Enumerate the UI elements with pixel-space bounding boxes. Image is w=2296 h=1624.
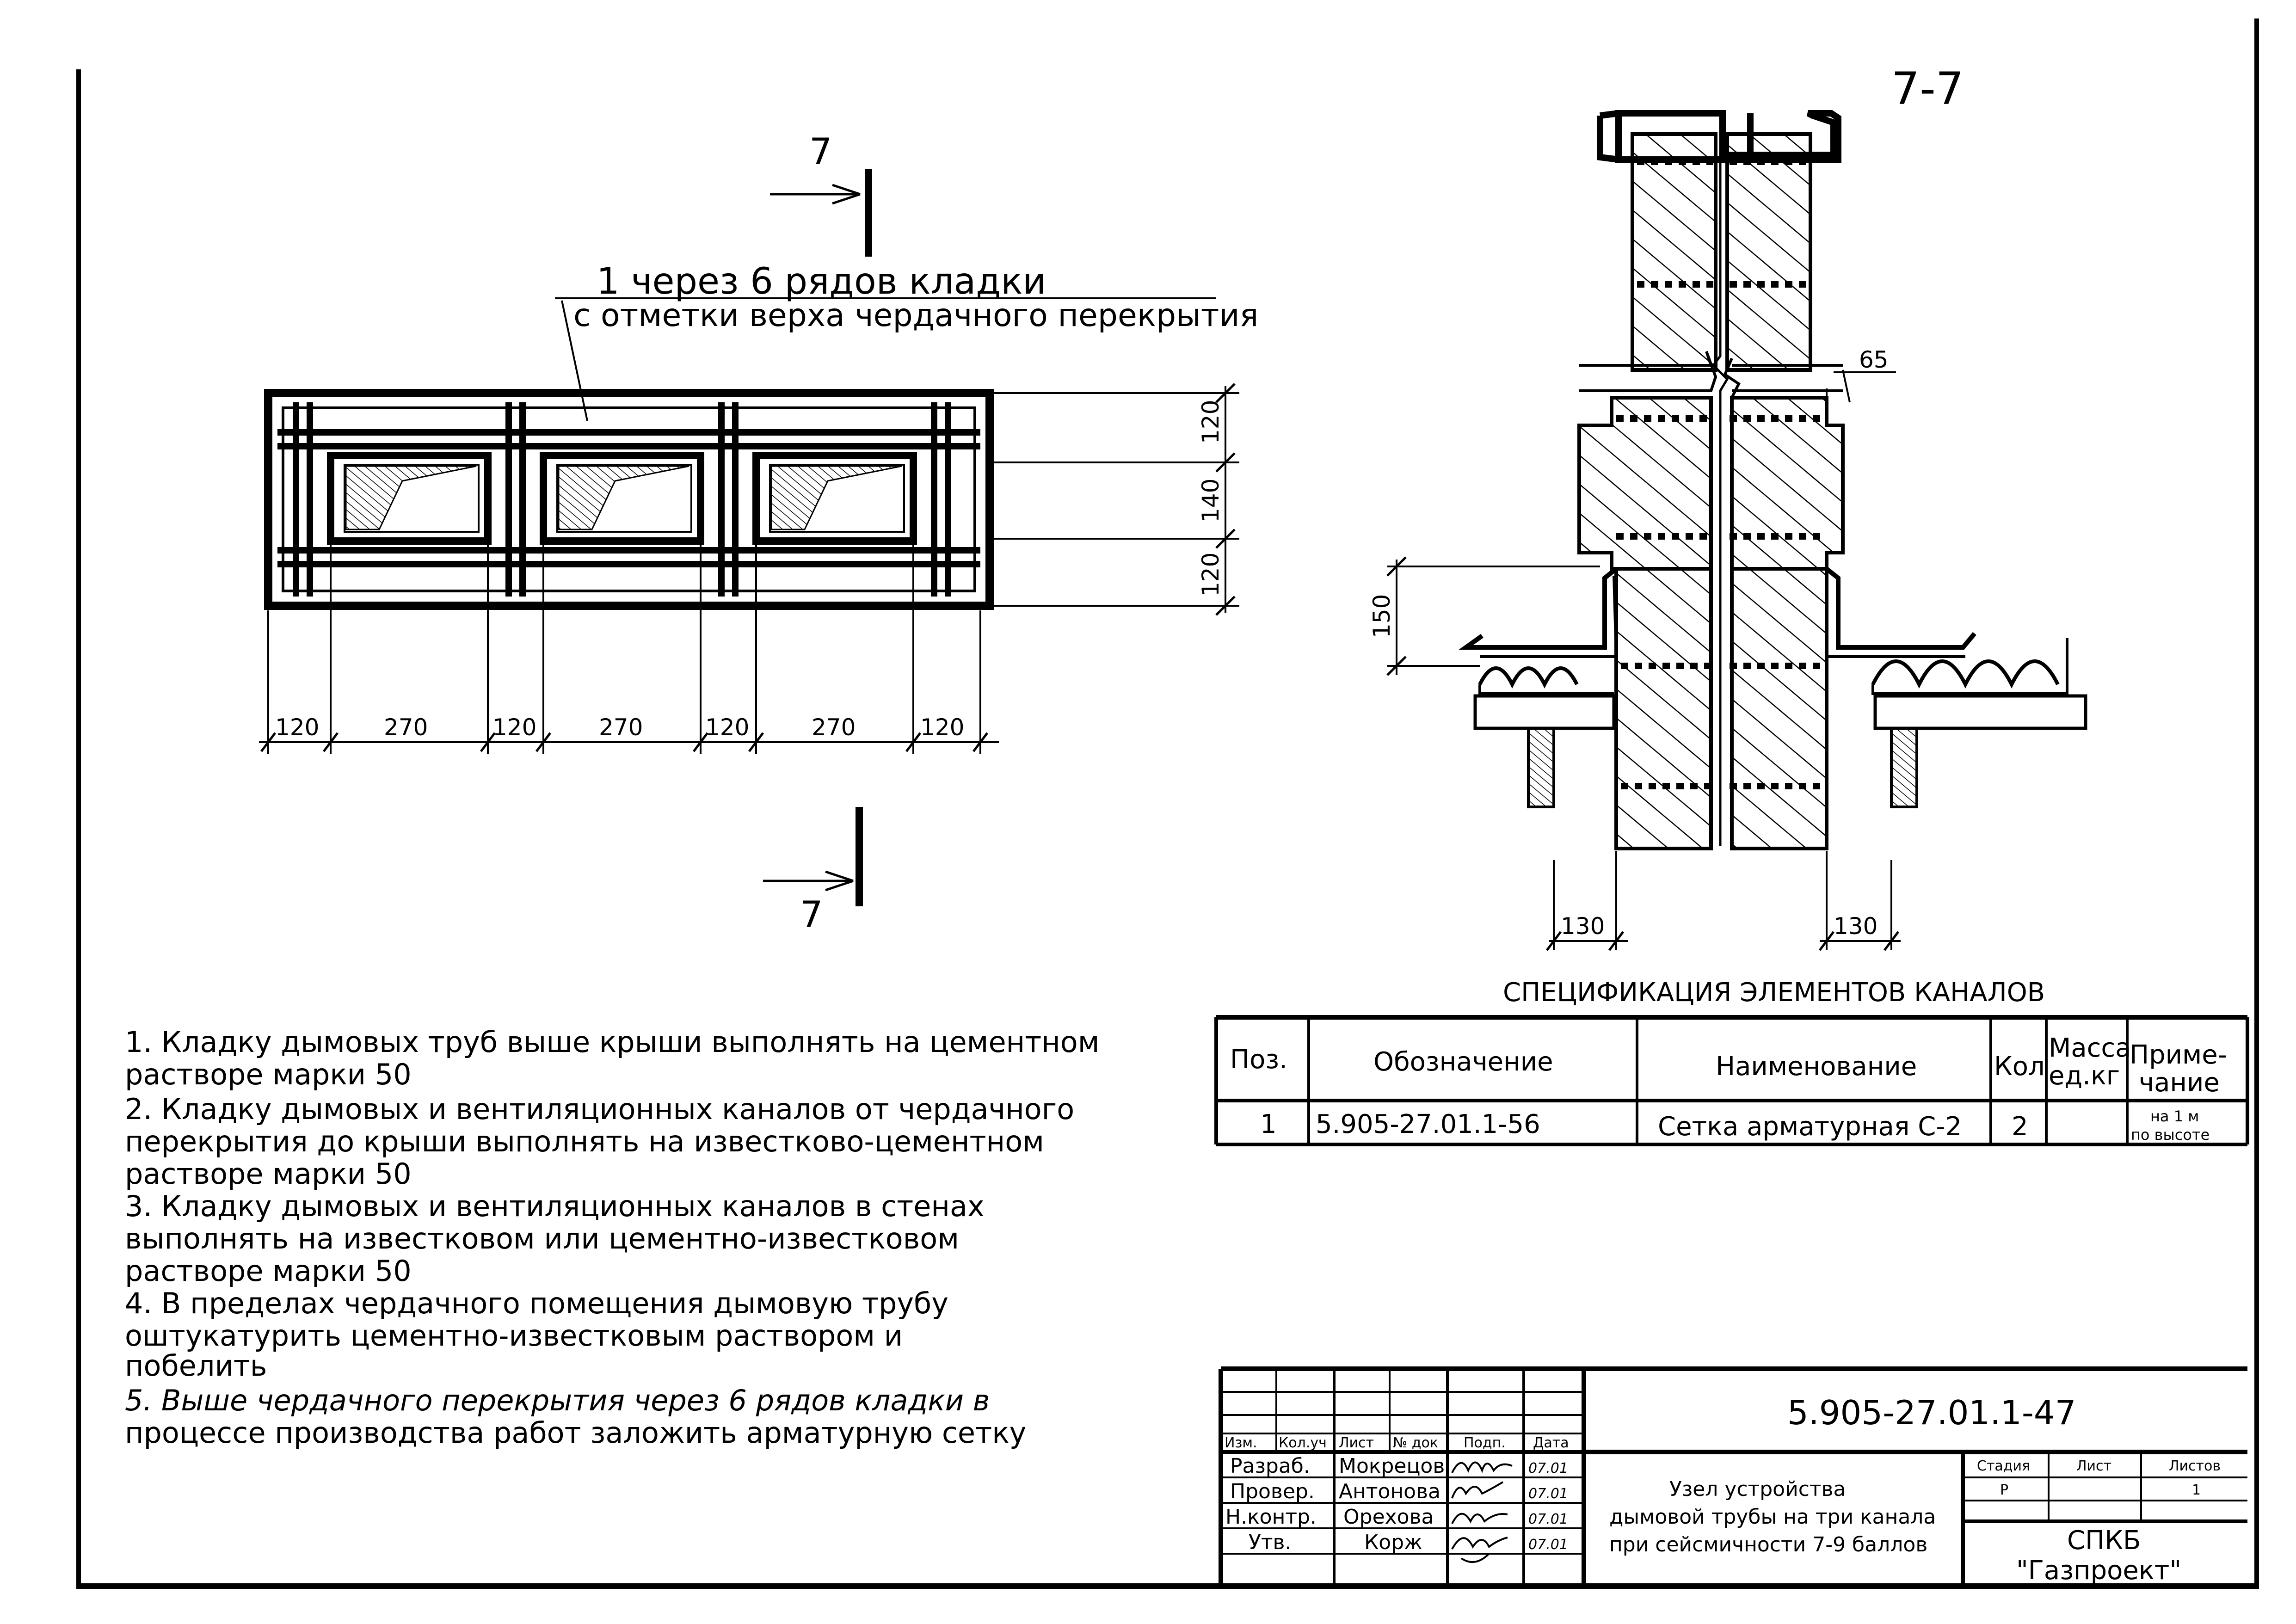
stage-label: Стадия: [1977, 1458, 2030, 1474]
stage-value: Р: [2000, 1482, 2008, 1498]
callout-line-2: с отметки верха чердачного перекрытия: [573, 297, 1258, 334]
note-4-line-3: побелить: [125, 1349, 267, 1383]
dim-v-2: 140: [1197, 479, 1224, 523]
staff-role-1: Разраб.: [1230, 1454, 1310, 1478]
cut-label-top: 7: [809, 131, 832, 173]
td-qty: 2: [2012, 1112, 2028, 1142]
desc-line-1: Узел устройства: [1669, 1477, 1846, 1501]
th-qty: Кол: [1994, 1052, 2045, 1082]
spec-table-title: СПЕЦИФИКАЦИЯ ЭЛЕМЕНТОВ КАНАЛОВ: [1503, 978, 2045, 1008]
staff-name-4: Корж: [1364, 1531, 1422, 1554]
sheet-label: Лист: [2076, 1458, 2111, 1474]
staff-role-3: Н.контр.: [1225, 1505, 1317, 1529]
dim-v-1: 120: [1197, 400, 1224, 444]
section-dimensions: 65 150 130 130: [1368, 346, 1901, 951]
dim-ledge: 65: [1859, 346, 1889, 373]
col-podp: Подп.: [1464, 1435, 1506, 1451]
dim-height: 150: [1368, 594, 1395, 638]
staff-role-4: Утв.: [1249, 1531, 1291, 1554]
dim-right-width: 130: [1834, 913, 1877, 940]
dim-h-1: 120: [275, 714, 319, 741]
note-2-line-2: перекрытия до крыши выполнять на известк…: [125, 1125, 1044, 1158]
dim-h-2: 270: [384, 714, 428, 741]
col-n-dok: № док: [1393, 1435, 1438, 1451]
note-3-line-1: 3. Кладку дымовых и вентиляционных канал…: [125, 1189, 985, 1223]
dim-h-6: 270: [812, 714, 856, 741]
th-mass-2: ед.кг: [2049, 1061, 2120, 1091]
td-designation: 5.905-27.01.1-56: [1316, 1109, 1540, 1139]
th-note-1: Приме-: [2130, 1040, 2227, 1070]
plan-vertical-dimensions: 120 140 120: [994, 383, 1239, 616]
org-line-1: СПКБ: [2067, 1526, 2141, 1556]
th-designation: Обозначение: [1373, 1047, 1553, 1077]
document-code: 5.905-27.01.1-47: [1787, 1393, 2076, 1432]
note-4-line-1: 4. В пределах чердачного помещения дымов…: [125, 1286, 948, 1320]
col-data: Дата: [1533, 1435, 1569, 1451]
note-1-line-2: растворе марки 50: [125, 1058, 412, 1091]
desc-line-3: при сейсмичности 7-9 баллов: [1609, 1533, 1927, 1556]
staff-name-1: Мокрецов: [1339, 1454, 1445, 1478]
note-1-line-1: 1. Кладку дымовых труб выше крыши выполн…: [125, 1025, 1100, 1059]
th-name: Наименование: [1716, 1052, 1917, 1082]
section-view: [1459, 110, 2087, 850]
col-izm: Изм.: [1225, 1435, 1257, 1451]
callout-line-1: 1 через 6 рядов кладки: [597, 261, 1046, 302]
sheet-frame: [76, 18, 2259, 1589]
note-2-line-3: растворе марки 50: [125, 1157, 412, 1191]
note-4-line-2: оштукатурить цементно-известковым раство…: [125, 1319, 903, 1353]
col-list: Лист: [1339, 1435, 1374, 1451]
note-3-line-2: выполнять на известковом или цементно-из…: [125, 1222, 959, 1255]
dim-h-4: 270: [599, 714, 643, 741]
flue-channels: [327, 452, 917, 545]
spec-table: СПЕЦИФИКАЦИЯ ЭЛЕМЕНТОВ КАНАЛОВ Поз. Обоз…: [1214, 978, 2249, 1146]
section-title: 7-7: [1891, 63, 1964, 115]
dim-h-5: 120: [705, 714, 749, 741]
dim-h-7: 120: [920, 714, 964, 741]
th-pos: Поз.: [1230, 1045, 1287, 1075]
note-5-line-2: процессе производства работ заложить арм…: [125, 1416, 1026, 1450]
staff-role-2: Провер.: [1230, 1480, 1315, 1503]
staff-date-3: 07.01: [1528, 1511, 1568, 1527]
staff-name-2: Антонова: [1339, 1480, 1440, 1503]
staff-date-2: 07.01: [1528, 1486, 1568, 1502]
title-block: 5.905-27.01.1-47 Изм. Кол.уч Лист № док …: [1219, 1366, 2247, 1586]
dim-v-3: 120: [1197, 553, 1224, 597]
staff-date-1: 07.01: [1528, 1460, 1568, 1476]
note-2-line-1: 2. Кладку дымовых и вентиляционных канал…: [125, 1092, 1074, 1126]
reinforcement-bars: [277, 402, 980, 597]
plan-callout: 1 через 6 рядов кладки с отметки верха ч…: [555, 261, 1258, 421]
org-line-2: "Газпроект": [2016, 1556, 2181, 1586]
plan-horizontal-dimensions: 120 270 120 270 120 270 120: [259, 541, 999, 754]
dim-h-3: 120: [492, 714, 536, 741]
section-cut-marks: 7 7: [763, 131, 872, 936]
general-notes: 1. Кладку дымовых труб выше крыши выполн…: [125, 1025, 1100, 1450]
td-note-2: по высоте: [2131, 1126, 2210, 1144]
dim-left-width: 130: [1561, 913, 1605, 940]
note-3-line-3: растворе марки 50: [125, 1254, 412, 1288]
col-kol-uch: Кол.уч: [1279, 1435, 1327, 1451]
signatures: [1451, 1461, 1513, 1563]
note-5-line-1: 5. Выше чердачного перекрытия через 6 ря…: [125, 1384, 990, 1417]
mesh-rows: [1616, 159, 1824, 789]
th-note-2: чание: [2139, 1068, 2220, 1098]
td-pos: 1: [1260, 1109, 1277, 1139]
td-note-1: на 1 м: [2150, 1107, 2199, 1125]
td-name: Сетка арматурная С-2: [1658, 1112, 1962, 1142]
staff-name-3: Орехова: [1343, 1505, 1434, 1529]
desc-line-2: дымовой трубы на три канала: [1609, 1505, 1936, 1529]
sheets-label: Листов: [2169, 1458, 2221, 1474]
plan-view: [264, 389, 994, 610]
sheets-value: 1: [2192, 1482, 2201, 1498]
staff-date-4: 07.01: [1528, 1537, 1568, 1553]
th-mass-1: Масса: [2049, 1033, 2131, 1063]
cut-label-bottom: 7: [800, 894, 823, 936]
